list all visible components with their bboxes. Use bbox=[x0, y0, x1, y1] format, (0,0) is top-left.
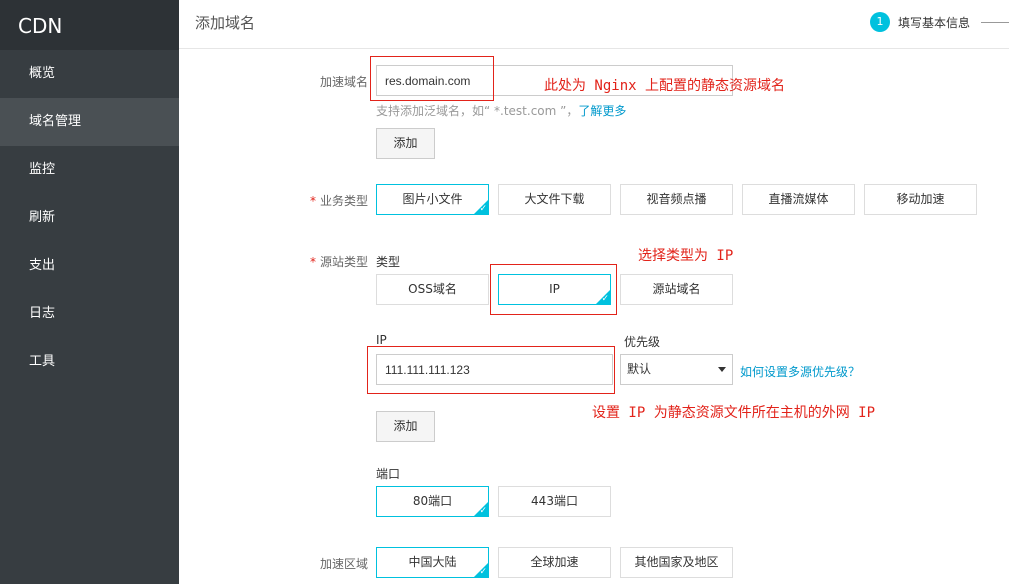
learn-more-link[interactable]: 了解更多 bbox=[578, 104, 627, 118]
priority-label: 优先级 bbox=[624, 335, 661, 349]
main-content: 添加域名 1 填写基本信息 加速域名 res.domain.com 此处为 Ng… bbox=[179, 0, 1009, 584]
sidebar-item-monitor[interactable]: 监控 bbox=[29, 162, 56, 177]
business-option-image-small-file[interactable]: 图片小文件 ✓ bbox=[376, 184, 489, 215]
domain-hint-text: 支持添加泛域名，如“ *.test.com ”， bbox=[376, 104, 579, 118]
domain-annotation: 此处为 Nginx 上配置的静态资源域名 bbox=[544, 78, 786, 94]
business-option-large-file-download[interactable]: 大文件下载 bbox=[498, 184, 611, 215]
ip-input[interactable]: 111.111.111.123 bbox=[376, 354, 613, 385]
origin-option-label: IP bbox=[549, 282, 560, 296]
origin-type-label-text: 源站类型 bbox=[319, 255, 368, 269]
sidebar-item-refresh[interactable]: 刷新 bbox=[29, 210, 56, 225]
sidebar-item-domain-management[interactable]: 域名管理 bbox=[0, 98, 179, 146]
ip-label: IP bbox=[376, 333, 387, 347]
sidebar-item-tools[interactable]: 工具 bbox=[29, 354, 56, 369]
ip-input-highlight-box bbox=[367, 346, 615, 394]
origin-option-oss-domain[interactable]: OSS域名 bbox=[376, 274, 489, 305]
origin-type-label: *源站类型 bbox=[288, 253, 368, 270]
region-option-label: 中国大陆 bbox=[408, 555, 457, 569]
sidebar-item-overview[interactable]: 概览 bbox=[29, 66, 56, 81]
check-icon: ✓ bbox=[479, 204, 487, 214]
region-label: 加速区域 bbox=[319, 557, 368, 571]
business-option-live-streaming[interactable]: 直播流媒体 bbox=[742, 184, 855, 215]
selected-corner bbox=[595, 289, 611, 305]
add-domain-button[interactable]: 添加 bbox=[376, 128, 435, 159]
priority-select-value: 默认 bbox=[627, 362, 652, 376]
region-option-global[interactable]: 全球加速 bbox=[498, 547, 611, 578]
port-option-80[interactable]: 80端口 ✓ bbox=[376, 486, 489, 517]
business-type-label-text: 业务类型 bbox=[319, 194, 368, 208]
check-icon: ✓ bbox=[479, 567, 487, 577]
chevron-down-icon bbox=[718, 367, 726, 372]
selected-corner bbox=[473, 562, 489, 578]
sidebar-title: CDN bbox=[0, 0, 179, 50]
business-option-mobile-acceleration[interactable]: 移动加速 bbox=[864, 184, 977, 215]
ip-option-highlight-box bbox=[490, 264, 617, 315]
required-mark: * bbox=[309, 255, 316, 269]
region-option-other-regions[interactable]: 其他国家及地区 bbox=[620, 547, 733, 578]
ip-annotation: 设置 IP 为静态资源文件所在主机的外网 IP bbox=[592, 405, 875, 421]
check-icon: ✓ bbox=[479, 506, 487, 516]
origin-option-origin-domain[interactable]: 源站域名 bbox=[620, 274, 733, 305]
priority-help-link[interactable]: 如何设置多源优先级？ bbox=[740, 365, 861, 379]
step-connector bbox=[981, 22, 1009, 23]
sidebar-item-billing[interactable]: 支出 bbox=[29, 258, 56, 273]
business-type-label: *业务类型 bbox=[288, 192, 368, 209]
origin-type-annotation: 选择类型为 IP bbox=[638, 248, 734, 264]
port-option-443[interactable]: 443端口 bbox=[498, 486, 611, 517]
domain-input[interactable]: res.domain.com bbox=[376, 65, 733, 96]
port-label: 端口 bbox=[376, 467, 401, 481]
origin-type-sublabel: 类型 bbox=[376, 255, 401, 269]
step-indicator: 1 填写基本信息 bbox=[870, 12, 970, 32]
domain-hint: 支持添加泛域名，如“ *.test.com ”，了解更多 bbox=[376, 102, 626, 119]
business-option-label: 图片小文件 bbox=[402, 192, 463, 206]
check-icon: ✓ bbox=[601, 294, 609, 304]
port-option-label: 80端口 bbox=[412, 494, 453, 508]
step-number: 1 bbox=[870, 12, 890, 32]
add-ip-button[interactable]: 添加 bbox=[376, 411, 435, 442]
selected-corner bbox=[473, 501, 489, 517]
domain-highlight-box bbox=[370, 56, 494, 101]
selected-corner bbox=[473, 199, 489, 215]
page-title: 添加域名 bbox=[195, 14, 256, 32]
domain-label: 加速域名 bbox=[319, 75, 368, 89]
sidebar: CDN 概览 域名管理 监控 刷新 支出 日志 工具 bbox=[0, 0, 179, 584]
origin-option-ip[interactable]: IP ✓ bbox=[498, 274, 611, 305]
sidebar-item-logs[interactable]: 日志 bbox=[29, 306, 56, 321]
region-option-mainland-china[interactable]: 中国大陆 ✓ bbox=[376, 547, 489, 578]
priority-select[interactable]: 默认 bbox=[620, 354, 733, 385]
required-mark: * bbox=[309, 194, 316, 208]
step-label: 填写基本信息 bbox=[898, 15, 971, 30]
business-option-vod[interactable]: 视音频点播 bbox=[620, 184, 733, 215]
header-divider bbox=[179, 48, 1009, 49]
